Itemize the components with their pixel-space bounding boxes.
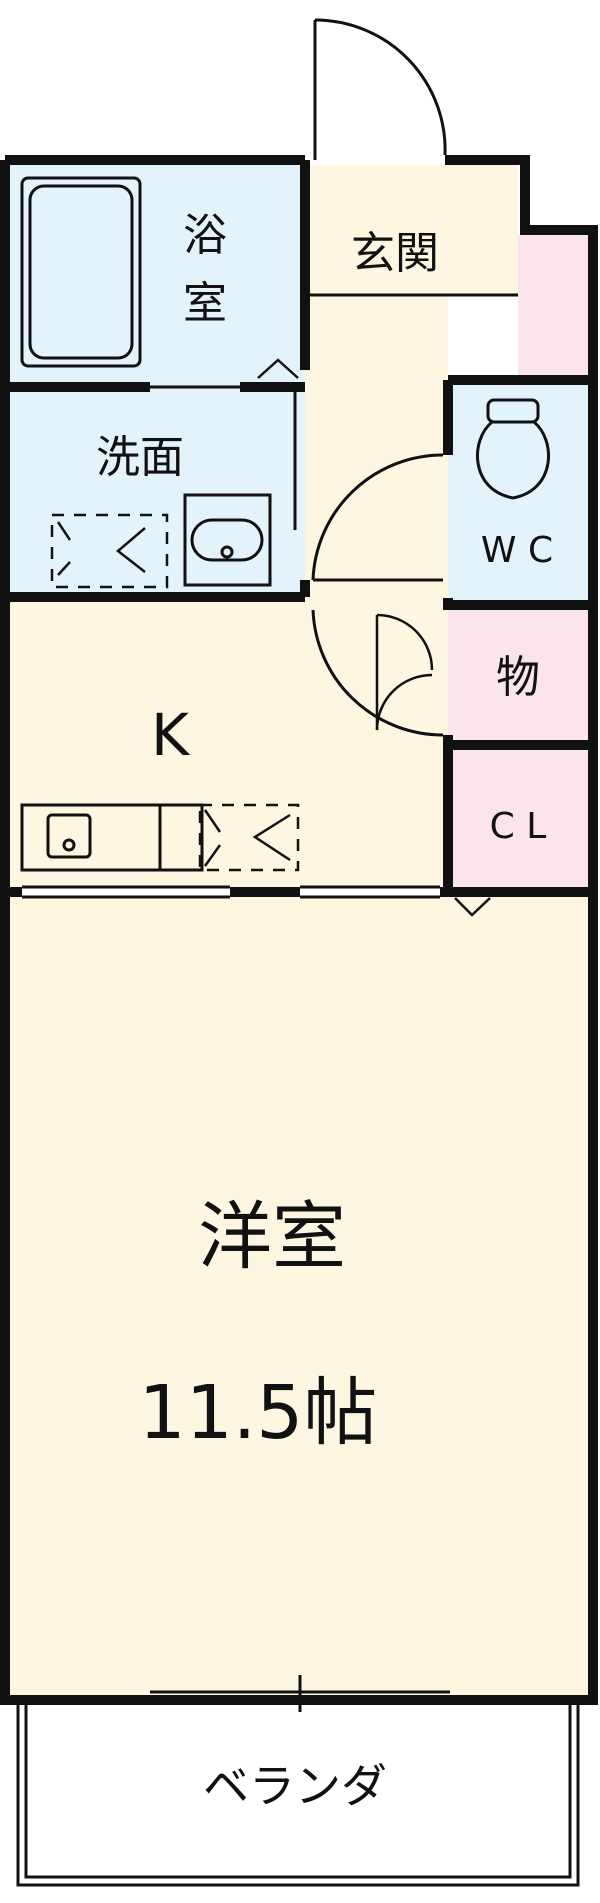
entrance-door [313,18,447,160]
entrance-label: 玄関 [351,228,439,279]
storage-area [448,605,588,745]
western-room-size: 11.5帖 [139,1370,378,1456]
kitchen-door [311,609,444,737]
entrance-area [305,165,518,295]
bathroom-area [10,165,305,387]
toilet-door [311,453,444,582]
pink-strip-area [518,235,588,375]
bathroom-label-1: 浴 [183,210,227,261]
closet-door-mark [454,897,491,917]
western-room-label: 洋室 [198,1194,346,1280]
walls [0,155,598,1705]
veranda-area [18,1703,578,1885]
washing-machine-space-icon [50,513,169,589]
toilet-label: W C [481,530,553,571]
hallway-area [305,295,448,610]
kitchen-counter-icon [20,803,204,872]
kitchen-area [10,597,448,887]
bath-door-mark [257,358,299,379]
bathroom-label-2: 室 [183,278,227,329]
toilet-icon [475,398,551,500]
washroom-area [10,387,305,597]
fridge-space-icon [198,803,300,872]
veranda-label: ベランダ [203,1759,387,1813]
washroom-label: 洗面 [96,432,184,483]
kitchen-label: K [151,701,191,769]
storage-double-door [375,613,434,731]
closet-label: C L [490,806,547,847]
bathtub-icon [20,176,142,368]
western-room-area [10,895,588,1695]
closet-area [448,750,588,890]
partitions [16,293,580,1887]
toilet-area [448,385,588,605]
washbasin-icon [183,493,272,587]
storage-label: 物 [496,652,540,703]
